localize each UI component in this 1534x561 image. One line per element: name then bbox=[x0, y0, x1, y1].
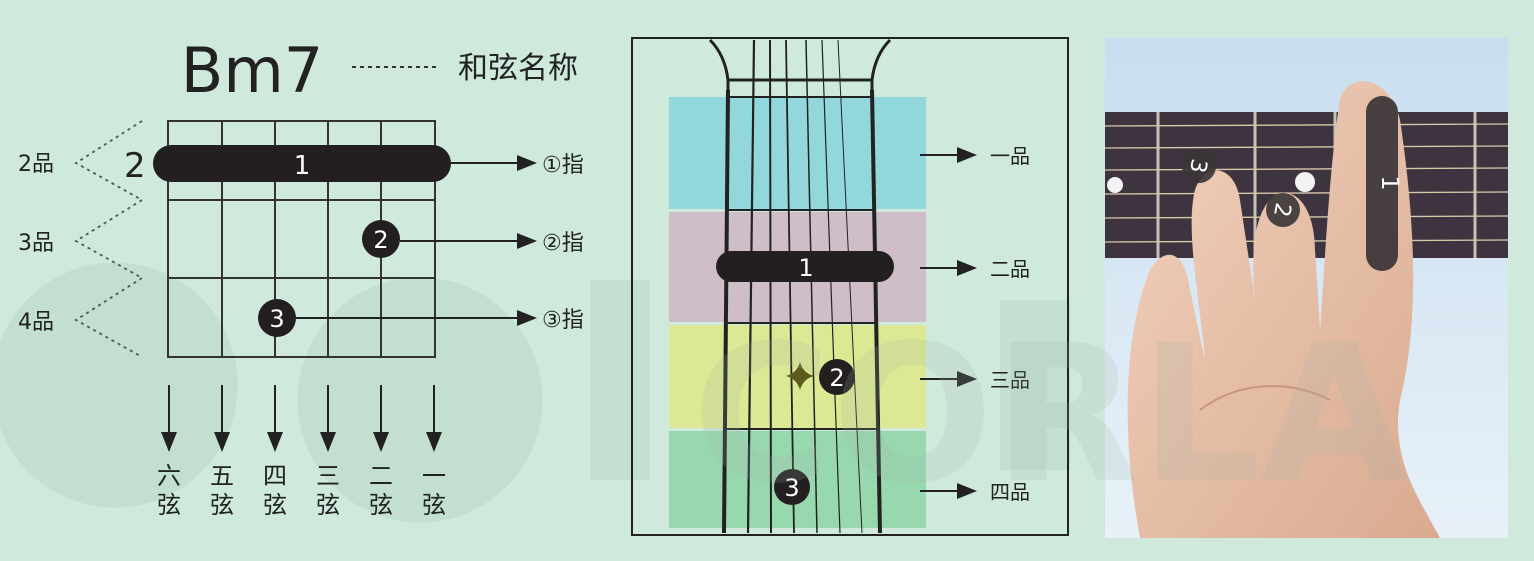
barre-finger-1 bbox=[153, 145, 451, 182]
fret-label-3: 3品 bbox=[18, 231, 54, 256]
string-3-char: 弦 bbox=[316, 491, 340, 519]
fret-name-4: 四品 bbox=[990, 480, 1030, 504]
fretboard-finger-3 bbox=[774, 469, 810, 505]
finger-dot-3-number: 3 bbox=[269, 305, 284, 333]
hand-photo: 1 2 3 bbox=[1104, 38, 1509, 539]
fret-name-1: 一品 bbox=[990, 144, 1030, 168]
string-2-num: 二 bbox=[369, 462, 393, 490]
string-1-num: 一 bbox=[422, 462, 446, 490]
fret-zone-1 bbox=[669, 97, 926, 209]
photo-finger-3: 3 bbox=[1184, 157, 1211, 175]
string-6-num: 六 bbox=[157, 462, 181, 490]
start-fret-number: 2 bbox=[124, 146, 146, 186]
string-5-num: 五 bbox=[210, 462, 234, 490]
photo-finger-1: 1 bbox=[1376, 175, 1404, 190]
fretboard-frame bbox=[631, 37, 1069, 536]
fret-labels: 2品 3品 4品 bbox=[18, 120, 143, 358]
chord-name-caption: 和弦名称 bbox=[458, 51, 578, 86]
photo-finger-2: 2 bbox=[1268, 201, 1295, 219]
fret-label-2: 2品 bbox=[18, 152, 54, 177]
string-6-char: 弦 bbox=[157, 491, 181, 519]
finger-dot-2-number: 2 bbox=[373, 226, 388, 254]
finger-caption-1: ①指 bbox=[542, 153, 584, 178]
chord-name: Bm7 bbox=[181, 34, 323, 107]
string-3-num: 三 bbox=[316, 462, 340, 490]
photo-finger-2-dot bbox=[1266, 193, 1300, 227]
photo-finger-3-dot bbox=[1182, 149, 1216, 183]
watermark-text: CORLA bbox=[692, 304, 1407, 525]
string-4-char: 弦 bbox=[263, 491, 287, 519]
string-1-char: 弦 bbox=[422, 491, 446, 519]
fret-name-2: 二品 bbox=[990, 257, 1030, 281]
chord-diagram: Bm7 和弦名称 2品 3品 4品 2 1 bbox=[18, 34, 584, 519]
finger-dot-2 bbox=[362, 220, 400, 258]
photo-barre bbox=[1366, 96, 1398, 271]
fretboard-barre bbox=[716, 251, 894, 282]
finger-caption-3: ③指 bbox=[542, 308, 584, 333]
fretboard-finger-2-number: 2 bbox=[829, 364, 844, 392]
string-2-char: 弦 bbox=[369, 491, 393, 519]
fret-name-3: 三品 bbox=[990, 368, 1030, 392]
fretboard-barre-number: 1 bbox=[798, 254, 813, 282]
fretboard-diagram: 1 2 3 一品 二品 三品 四品 bbox=[631, 37, 1069, 536]
fret-label-4: 4品 bbox=[18, 310, 54, 335]
fretboard-finger-2 bbox=[819, 359, 855, 395]
diamond-marker-icon bbox=[786, 362, 814, 390]
string-4-num: 四 bbox=[263, 462, 287, 490]
inlay-dot bbox=[1107, 177, 1123, 193]
fretboard-finger-3-number: 3 bbox=[784, 474, 799, 502]
finger-caption-2: ②指 bbox=[542, 231, 584, 256]
finger-dot-3 bbox=[258, 299, 296, 337]
string-5-char: 弦 bbox=[210, 491, 234, 519]
barre-finger-number: 1 bbox=[294, 151, 311, 181]
string-labels: 六 弦 五 弦 四 弦 三 弦 二 弦 一 弦 bbox=[157, 462, 446, 519]
inlay-dot bbox=[1295, 172, 1315, 192]
